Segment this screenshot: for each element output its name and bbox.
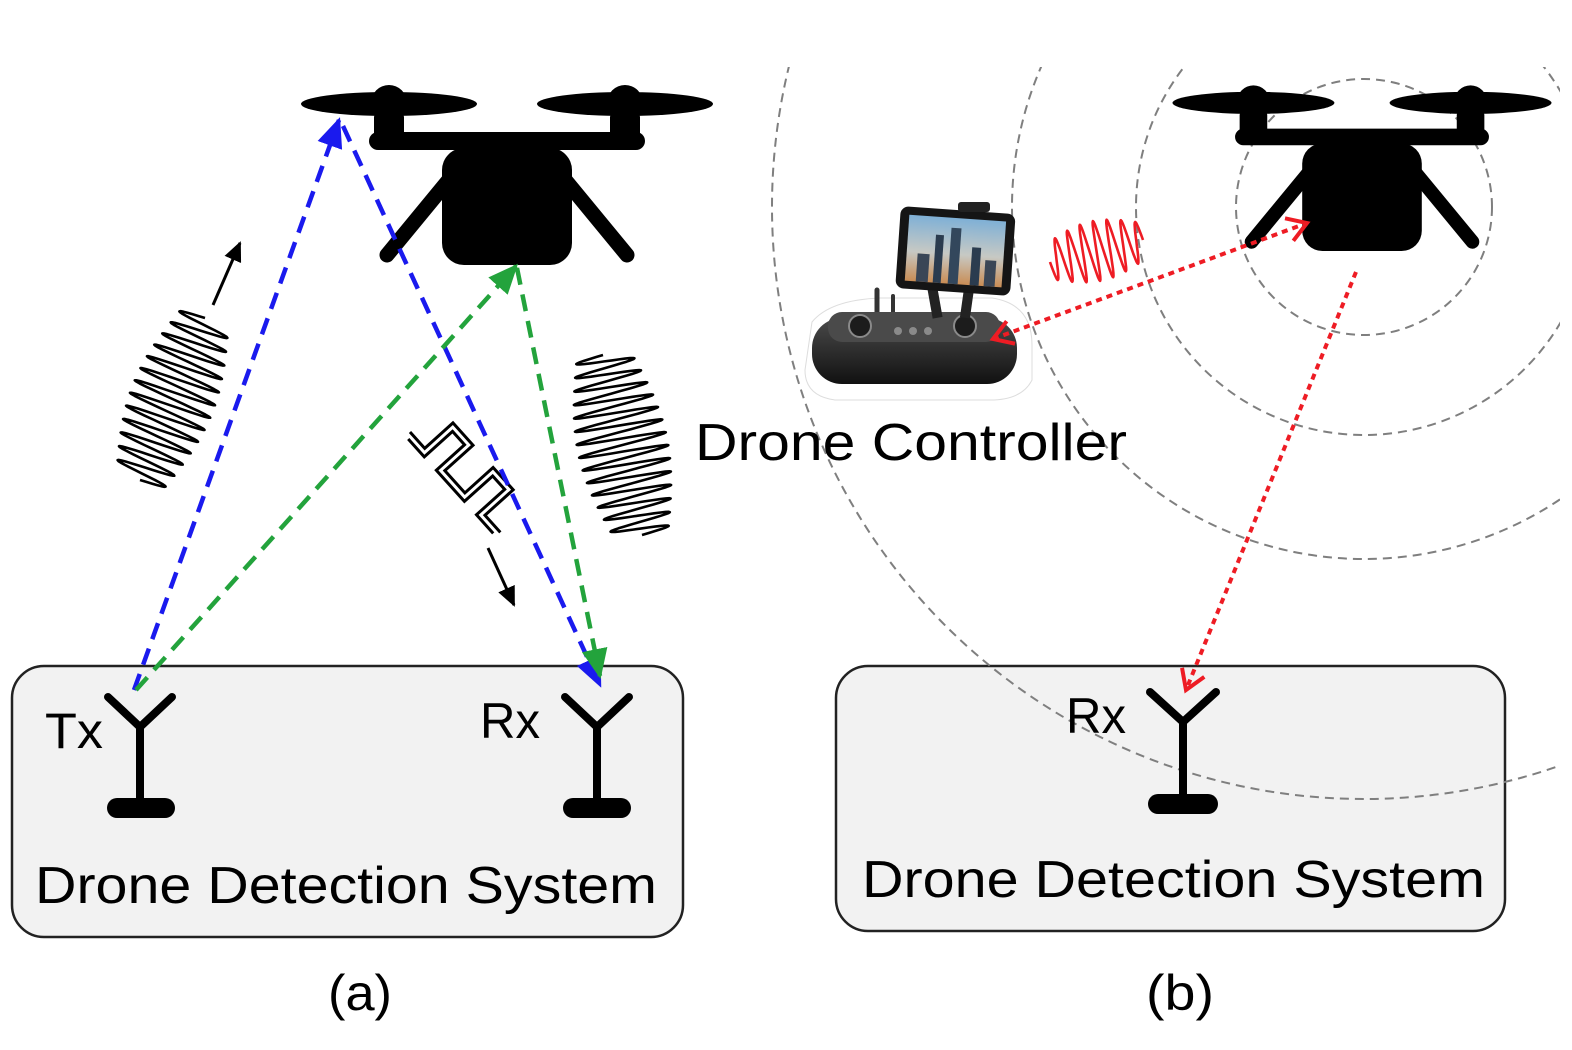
green-tx-to-drone-path — [134, 263, 519, 692]
quadcopter-drone-icon — [1172, 85, 1552, 251]
rx-antenna-icon — [1146, 688, 1220, 814]
drone-to-rx-link — [1180, 271, 1358, 694]
panel-caption-a: (a) — [328, 965, 392, 1021]
rf-wave-icon — [572, 353, 673, 537]
panel-b: Drone Controller Rx Drone Detection Syst… — [695, 67, 1560, 1021]
ring-1 — [1235, 78, 1493, 336]
drone-controller-image — [804, 202, 1033, 401]
detection-system-label: Drone Detection System — [35, 857, 657, 915]
blue-tx-to-drone-path — [131, 117, 343, 691]
rf-wave-icon — [116, 309, 229, 489]
rx-label: Rx — [480, 693, 540, 749]
green-drone-to-rx-path — [514, 267, 608, 679]
rx-label: Rx — [1066, 688, 1126, 744]
panel-caption-b: (b) — [1146, 965, 1214, 1021]
panel-a: Tx Rx Drone Detection System (a) — [10, 85, 713, 1021]
tx-antenna-icon — [104, 693, 176, 818]
direction-arrow-down — [486, 547, 516, 607]
ring-3 — [1011, 67, 1560, 560]
direction-arrow-up — [211, 241, 242, 306]
emission-rings — [771, 67, 1560, 800]
rf-wave-icon — [1048, 218, 1145, 284]
pulse-signal-icon — [407, 420, 516, 535]
detection-system-box-a — [10, 664, 685, 939]
rx-antenna-icon — [561, 693, 633, 818]
quadcopter-drone-icon — [301, 85, 713, 265]
drone-controller-label: Drone Controller — [695, 414, 1127, 472]
detection-system-label: Drone Detection System — [862, 851, 1485, 909]
blue-drone-to-rx-path — [340, 125, 603, 688]
controller-drone-link — [989, 216, 1311, 346]
tx-label: Tx — [45, 703, 103, 759]
